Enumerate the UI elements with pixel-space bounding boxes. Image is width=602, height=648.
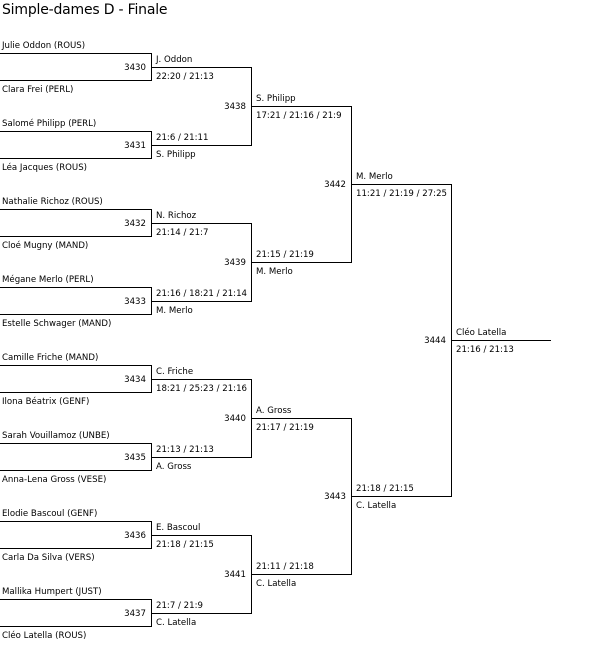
winner-name: S. Philipp [256,94,296,104]
match-number: 3442 [324,180,346,190]
player-name: Cléo Latella (ROUS) [2,631,87,641]
match-number: 3431 [124,141,146,151]
match-number: 3435 [124,453,146,463]
player-name: Anna-Lena Gross (VESE) [2,475,107,485]
winner-name: J. Oddon [156,55,193,65]
final-score: 21:16 / 21:13 [456,345,514,355]
match-score: 21:6 / 21:11 [156,133,209,143]
champion-name: Cléo Latella [456,328,507,338]
winner-name: S. Philipp [156,150,196,160]
player-name: Cloé Mugny (MAND) [2,241,89,251]
match-number: 3436 [124,531,146,541]
match-score: 21:13 / 21:13 [156,445,214,455]
player-name: Nathalie Richoz (ROUS) [2,197,103,207]
player-name: Sarah Vouillamoz (UNBE) [2,431,110,441]
winner-name: N. Richoz [156,211,197,221]
match-number: 3438 [224,102,246,112]
player-name: Estelle Schwager (MAND) [2,319,112,329]
winner-name: C. Latella [156,618,197,628]
player-name: Julie Oddon (ROUS) [2,41,86,51]
player-name: Ilona Béatrix (GENF) [2,397,90,407]
match-number: 3440 [224,414,246,424]
match-score: 21:7 / 21:9 [156,601,203,611]
winner-name: C. Latella [256,579,297,589]
player-name: Carla Da Silva (VERS) [2,553,95,563]
winner-name: A. Gross [156,462,192,472]
match-score: 21:18 / 21:15 [356,484,414,494]
match-score: 21:14 / 21:7 [156,228,209,238]
page-title: Simple-dames D - Finale [2,2,168,18]
winner-name: M. Merlo [256,267,293,277]
match-number: 3444 [424,336,446,346]
match-score: 21:18 / 21:15 [156,540,214,550]
player-name: Salomé Philipp (PERL) [2,119,97,129]
match-number: 3430 [124,63,146,73]
player-name: Clara Frei (PERL) [2,85,74,95]
match-score: 21:15 / 21:19 [256,250,314,260]
player-name: Léa Jacques (ROUS) [2,163,88,173]
winner-name: M. Merlo [156,306,193,316]
winner-name: M. Merlo [356,172,393,182]
winner-name: E. Bascoul [156,523,201,533]
match-number: 3433 [124,297,146,307]
player-name: Mégane Merlo (PERL) [2,275,94,285]
winner-name: A. Gross [256,406,292,416]
match-number: 3437 [124,609,146,619]
player-name: Mallika Humpert (JUST) [2,587,102,597]
match-score: 11:21 / 21:19 / 27:25 [356,189,448,199]
match-score: 22:20 / 21:13 [156,72,214,82]
match-score: 17:21 / 21:16 / 21:9 [256,111,342,121]
match-score: 21:17 / 21:19 [256,423,314,433]
player-name: Elodie Bascoul (GENF) [2,509,98,519]
match-score: 18:21 / 25:23 / 21:16 [156,384,248,394]
match-number: 3443 [324,492,346,502]
winner-name: C. Latella [356,501,397,511]
match-number: 3439 [224,258,246,268]
match-score: 21:16 / 18:21 / 21:14 [156,289,248,299]
match-number: 3434 [124,375,146,385]
player-name: Camille Friche (MAND) [2,353,99,363]
match-score: 21:11 / 21:18 [256,562,314,572]
match-number: 3441 [224,570,246,580]
match-number: 3432 [124,219,146,229]
winner-name: C. Friche [156,367,194,377]
